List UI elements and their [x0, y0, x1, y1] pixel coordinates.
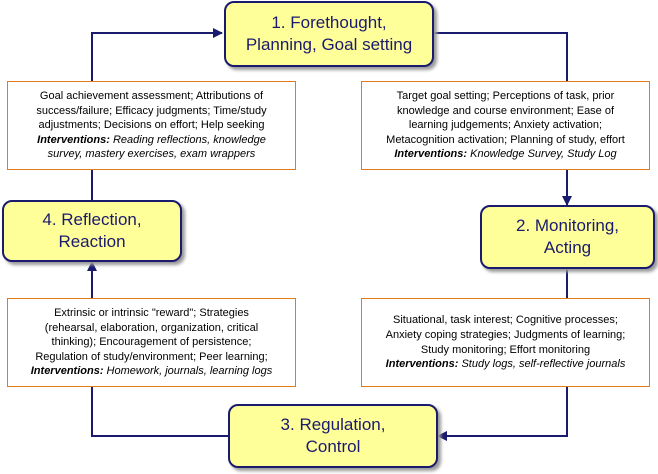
note-line: Regulation of study/environment; Peer le…	[35, 350, 268, 363]
interventions-label: Interventions:	[30, 365, 104, 378]
interventions-label: Interventions:	[37, 133, 110, 146]
note-regulation-to-reflection: Extrinsic or intrinsic "reward"; Strateg…	[7, 298, 296, 387]
note-line: learning judgements; Anxiety activation;	[408, 119, 603, 132]
phase-regulation: 3. Regulation, Control	[228, 404, 438, 468]
interventions-label: Interventions:	[394, 148, 468, 161]
note-forethought-to-monitoring: Target goal setting; Perceptions of task…	[361, 81, 650, 170]
interventions-line: Interventions: Knowledge Survey, Study L…	[394, 147, 616, 162]
phase-monitoring-line-1: 2. Monitoring,	[516, 216, 619, 235]
note-line: Goal achievement assessment; Attribution…	[39, 90, 264, 103]
phase-regulation-line-1: 3. Regulation,	[280, 415, 386, 434]
phase-monitoring-line-2: Acting	[543, 238, 592, 257]
note-line: knowledge and course environment; Ease o…	[396, 104, 615, 117]
note-line: Target goal setting; Perceptions of task…	[396, 90, 615, 103]
interventions-text: Knowledge Survey, Study Log	[470, 148, 617, 161]
note-line: success/failure; Efficacy judgments; Tim…	[36, 104, 267, 117]
phase-reflection-line-1: 4. Reflection,	[42, 210, 142, 229]
note-line: Metacognition activation; Planning of st…	[386, 133, 625, 146]
interventions-text: Study logs, self-reflective journals	[461, 358, 626, 371]
interventions-text: Homework, journals, learning logs	[106, 365, 273, 378]
note-line: Anxiety coping strategies; Judgments of …	[385, 328, 626, 341]
phase-reflection-line-2: Reaction	[58, 232, 126, 251]
note-line: thinking); Encouragement of persistence;	[51, 336, 252, 349]
note-line: Study monitoring; Effort monitoring	[420, 343, 591, 356]
interventions-label: Interventions:	[385, 358, 459, 371]
phase-forethought-line-2: Planning, Goal setting	[245, 35, 413, 54]
interventions-line: Interventions: Study logs, self-reflecti…	[386, 357, 626, 372]
phase-forethought-line-1: 1. Forethought,	[271, 13, 387, 32]
note-line: adjustments; Decisions on effort; Help s…	[38, 119, 265, 132]
interventions-line: Interventions: Homework, journals, learn…	[31, 364, 272, 379]
interventions-text: Reading reflections, knowledge	[112, 133, 266, 146]
note-line: Situational, task interest; Cognitive pr…	[392, 314, 618, 327]
note-monitoring-to-regulation: Situational, task interest; Cognitive pr…	[361, 298, 650, 387]
note-reflection-to-forethought: Goal achievement assessment; Attribution…	[7, 81, 296, 170]
interventions-line: survey, mastery exercises, exam wrappers	[47, 148, 256, 161]
phase-reflection: 4. Reflection, Reaction	[2, 200, 182, 262]
interventions-line: Interventions: Reading reflections, know…	[37, 133, 266, 148]
phase-monitoring: 2. Monitoring, Acting	[480, 205, 655, 269]
note-line: (rehearsal, elaboration, organization, c…	[44, 321, 259, 334]
phase-forethought: 1. Forethought, Planning, Goal setting	[224, 1, 434, 67]
phase-regulation-line-2: Control	[305, 437, 361, 456]
note-line: Extrinsic or intrinsic "reward"; Strateg…	[54, 307, 249, 320]
